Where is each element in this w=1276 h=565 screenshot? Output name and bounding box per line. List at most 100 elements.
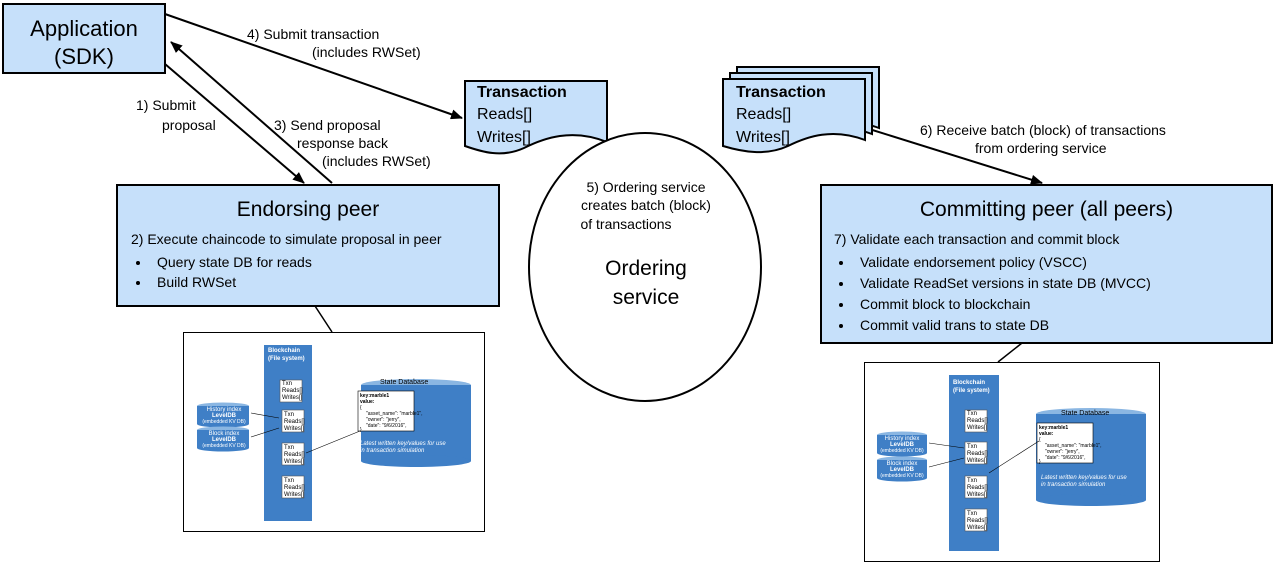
ordering-service-title-line1: Ordering: [605, 257, 687, 280]
state-json-line: "owner": "jerry",: [1045, 449, 1080, 455]
history-index-db: LevelDB: [211, 413, 236, 419]
committer-ledger-line: [997, 342, 1023, 363]
state-json-close: }: [360, 427, 362, 433]
step-6-label-line1: 6) Receive batch (block) of transactions: [920, 122, 1166, 138]
committing-bullet: Commit block to blockchain: [854, 294, 1264, 315]
application-title: Application: [30, 16, 138, 41]
state-note-line1: Latest written key/values for use: [360, 441, 446, 447]
step-4-label-line2: (includes RWSet): [312, 44, 421, 60]
batch-transaction-reads: Reads[]: [736, 106, 792, 123]
txn-reads: Reads[]: [284, 452, 305, 458]
history-index-kv: (embedded KV DB): [202, 419, 246, 425]
txn-writes: Writes[]: [282, 395, 303, 401]
txn-writes: Writes[]: [967, 425, 988, 431]
step-5-label-line1: 5) Ordering service: [586, 179, 706, 195]
ledger-diagram-shapes: [877, 375, 1146, 551]
committing-bullet: Validate ReadSet versions in state DB (M…: [854, 273, 1264, 294]
endorsing-peer-box: Endorsing peer 2) Execute chaincode to s…: [116, 184, 500, 307]
state-key: key:marble1: [360, 393, 390, 399]
step-1-label-line2: proposal: [162, 117, 216, 133]
endorsing-bullet: Query state DB for reads: [151, 252, 501, 272]
txn-label: Txn: [282, 381, 293, 387]
txn-reads: Reads[]: [284, 419, 305, 425]
txn-label: Txn: [967, 444, 978, 450]
txn-writes: Writes[]: [284, 459, 305, 465]
state-json-line: "asset_name": "marble1",: [366, 411, 423, 417]
state-json-line: "date": "9/6/2016",: [366, 423, 407, 429]
blockchain-label: Blockchain: [953, 380, 986, 386]
endorsing-peer-title: Endorsing peer: [236, 198, 380, 221]
committing-step: 7) Validate each transaction and commit …: [834, 231, 1120, 247]
endorsing-bullet-list: Query state DB for reads Build RWSet: [131, 252, 501, 292]
transaction-reads: Reads[]: [477, 106, 533, 123]
txn-writes: Writes[]: [284, 492, 305, 498]
txn-label: Txn: [967, 511, 978, 517]
arrow-submit-proposal: [164, 63, 305, 184]
state-value-label: value:: [360, 399, 375, 405]
txn-writes: Writes[]: [967, 458, 988, 464]
blockchain-sublabel: (File system): [953, 388, 990, 394]
step-4-label-line1: 4) Submit transaction: [247, 26, 380, 42]
committing-bullet: Commit valid trans to state DB: [854, 315, 1264, 336]
txn-reads: Reads[]: [284, 485, 305, 491]
application-subtitle: (SDK): [54, 44, 114, 69]
application-box: Application (SDK): [2, 3, 166, 74]
txn-writes: Writes[]: [967, 525, 988, 531]
ledger-diagram-shapes: [197, 345, 471, 521]
endorser-ledger-line: [314, 305, 333, 333]
committing-bullet-list: Validate endorsement policy (VSCC) Valid…: [834, 252, 1264, 336]
document-shape: [464, 80, 608, 155]
step-3-label-line3: (includes RWSet): [322, 153, 431, 169]
state-json-close: }: [1039, 459, 1041, 465]
state-json-line: "asset_name": "marble1",: [1045, 443, 1102, 449]
history-index-kv: (embedded KV DB): [880, 448, 924, 454]
committing-peer-box: Committing peer (all peers) 7) Validate …: [820, 184, 1273, 344]
step-3-label-line1: 3) Send proposal: [274, 117, 381, 133]
txn-writes: Writes[]: [284, 426, 305, 432]
step-3-label-line2: response back: [297, 135, 389, 151]
step-1-label-line1: 1) Submit: [136, 97, 196, 113]
transaction-writes: Writes[]: [477, 129, 531, 146]
step-5-label-line3: of transactions: [580, 216, 672, 232]
state-json-line: "date": "9/6/2016",: [1045, 455, 1086, 461]
document-stack-shape: [722, 66, 880, 154]
blockchain-sublabel: (File system): [268, 356, 305, 362]
arrow-submit-transaction: [164, 13, 463, 120]
txn-label: Txn: [284, 478, 295, 484]
committing-peer-title: Committing peer (all peers): [919, 198, 1174, 221]
state-value-label: value:: [1039, 431, 1054, 437]
state-json-open: {: [360, 405, 362, 411]
arrow-proposal-response: [170, 41, 333, 184]
block-index-label: Block index: [886, 461, 918, 467]
txn-label: Txn: [284, 412, 295, 418]
block-index-kv: (embedded KV DB): [202, 443, 246, 449]
txn-reads: Reads[]: [282, 388, 303, 394]
txn-reads: Reads[]: [967, 485, 988, 491]
txn-label: Txn: [284, 445, 295, 451]
block-index-label: Block index: [208, 431, 240, 437]
block-index-db: LevelDB: [211, 437, 236, 443]
transaction-batch-document: Transaction Reads[] Writes[]: [722, 66, 882, 161]
step-5-label-line2: creates batch (block): [581, 197, 711, 213]
arrow-receive-batch: [865, 127, 1043, 185]
state-key: key:marble1: [1039, 425, 1069, 431]
txn-reads: Reads[]: [967, 451, 988, 457]
batch-transaction-writes: Writes[]: [736, 129, 790, 146]
committing-bullet: Validate endorsement policy (VSCC): [854, 252, 1264, 273]
ordering-service-title-line2: service: [612, 286, 680, 309]
state-database-label: State Database: [1061, 410, 1110, 417]
transaction-title: Transaction: [477, 84, 567, 101]
txn-writes: Writes[]: [967, 492, 988, 498]
history-index-label: History index: [206, 407, 242, 413]
state-json-open: {: [1039, 437, 1041, 443]
txn-label: Txn: [967, 411, 978, 417]
endorser-ledger-pane: Blockchain (File system) Txn Reads[] Wri…: [183, 332, 485, 532]
ordering-service-circle: [528, 132, 762, 402]
state-note-line2: in transaction simulation: [360, 448, 425, 454]
state-note-line2: in transaction simulation: [1041, 482, 1106, 488]
endorsing-step: 2) Execute chaincode to simulate proposa…: [131, 231, 442, 247]
state-database-label: State Database: [380, 379, 429, 386]
history-index-db: LevelDB: [889, 442, 914, 448]
committer-ledger-pane: Blockchain (File system) Txn Reads[] Wri…: [864, 362, 1160, 562]
